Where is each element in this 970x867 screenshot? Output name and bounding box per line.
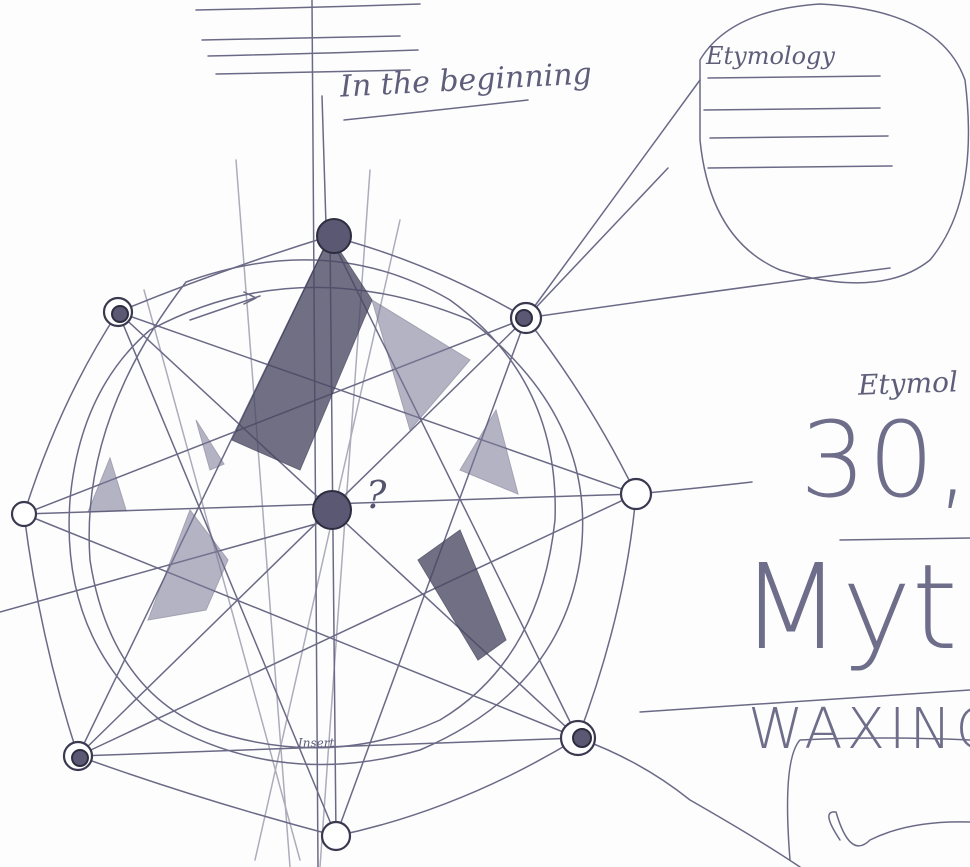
large-number-label: 30,0 bbox=[800, 408, 970, 512]
etymology-bubble-title: Etymology bbox=[706, 44, 835, 68]
waxing-label: WAXING bbox=[748, 702, 970, 758]
center-question-mark: ? bbox=[366, 476, 386, 514]
shaded-regions bbox=[88, 236, 518, 660]
insert-label: Insert bbox=[298, 737, 334, 749]
node-left bbox=[12, 502, 36, 526]
node-right bbox=[621, 479, 651, 509]
etymology-side-label: Etymol bbox=[858, 368, 959, 399]
node-top bbox=[317, 219, 351, 253]
node-bottom bbox=[322, 822, 350, 850]
node-center bbox=[313, 491, 351, 529]
myth-label: Myth bbox=[740, 548, 970, 666]
